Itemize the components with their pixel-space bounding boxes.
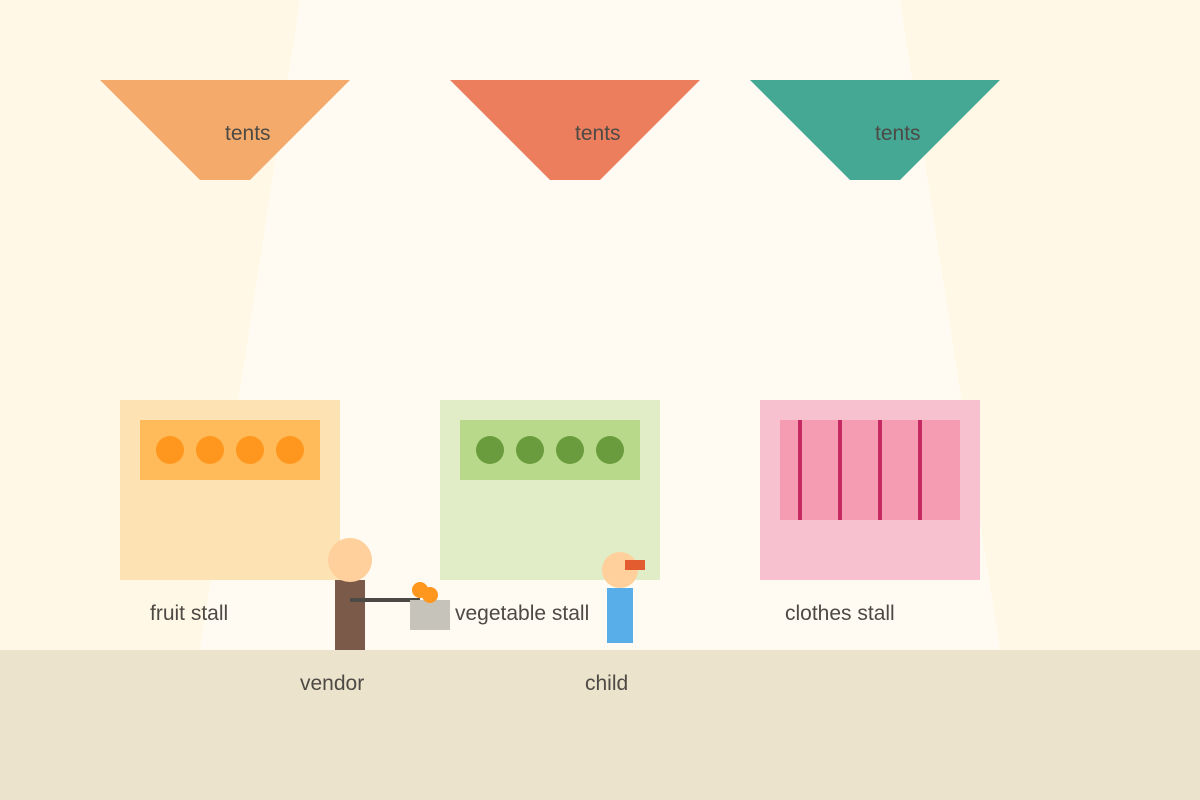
tent-teal: tents [750,80,1000,180]
produce-box [410,600,450,630]
child [602,552,645,643]
clothes-stall-label: clothes stall [785,602,895,625]
fruit [196,436,224,464]
tent-teal-label: tents [875,122,921,145]
ground [0,650,1200,800]
vegetable [556,436,584,464]
clothes-stall [760,400,980,580]
fruit [236,436,264,464]
vendor-body [335,580,365,650]
vegetable [516,436,544,464]
fruit-stall-label: fruit stall [150,602,228,625]
orange [422,587,438,603]
vegetable-stall-label: vegetable stall [455,602,589,625]
tent-coral-canopy [450,80,700,180]
clothes-hanger [918,420,922,520]
child-body [607,588,633,643]
fruit [156,436,184,464]
tent-teal-canopy [750,80,1000,180]
vendor-head [328,538,372,582]
clothes-hanger [838,420,842,520]
child-cap [625,560,645,570]
vegetable-stall [440,400,660,580]
tent-coral-label: tents [575,122,621,145]
fruit-stall [120,400,340,580]
clothes-hanger [798,420,802,520]
vegetable [476,436,504,464]
clothes-rack [780,420,960,520]
vendor [328,538,450,650]
tent-orange: tents [100,80,350,180]
tent-orange-canopy [100,80,350,180]
vegetable [596,436,624,464]
vendor-label: vendor [300,672,364,695]
tent-coral: tents [450,80,700,180]
vendor-arm-pole [350,598,420,602]
tent-orange-label: tents [225,122,271,145]
fruit [276,436,304,464]
child-label: child [585,672,628,695]
clothes-hanger [878,420,882,520]
